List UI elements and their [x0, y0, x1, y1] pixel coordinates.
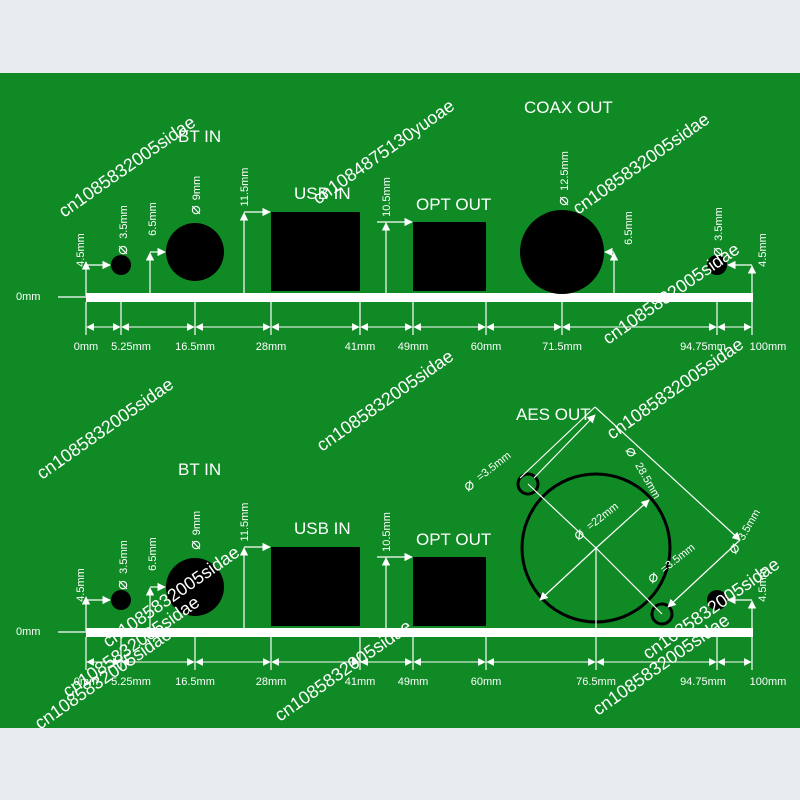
- watermark-text: cn1085832005sidae: [33, 374, 177, 483]
- top-usb-in-port: [271, 212, 360, 291]
- bottom-small-hole-right: [707, 590, 727, 610]
- top-dim-d-small-right: 3.5mm: [713, 207, 725, 241]
- top-tick-4: 41mm: [345, 341, 376, 353]
- pcb-board: [0, 73, 800, 728]
- top-panel: 0mm: [16, 98, 786, 353]
- top-dim-h-small-left: 4.5mm: [75, 233, 87, 267]
- watermark-text: cn1085832005sidae: [55, 112, 199, 221]
- top-dim-h-usb: 11.5mm: [239, 168, 251, 207]
- top-dim-d-small-left: 3.5mm: [118, 205, 130, 239]
- bottom-dim-h-small-left: 4.5mm: [75, 568, 87, 602]
- watermark-text: cn1085832005sidae: [313, 346, 457, 455]
- watermark-text: cn1085832005sidae: [569, 109, 713, 218]
- bottom-tick-1: 5.25mm: [111, 676, 151, 688]
- top-tick-0: 0mm: [74, 341, 98, 353]
- top-bt-in-jack: [166, 223, 224, 281]
- top-tick-2: 16.5mm: [175, 341, 215, 353]
- bottom-diameter-icon-aes-pin-top: ⌀: [460, 476, 478, 496]
- top-dim-h-coax: 6.5mm: [623, 211, 635, 245]
- bottom-tick-8: 94.75mm: [680, 676, 726, 688]
- bottom-tick-0: 0mm: [74, 676, 98, 688]
- top-diameter-icon-coax: ⌀: [555, 196, 572, 206]
- bottom-dim-d-small-left: 3.5mm: [118, 540, 130, 574]
- bottom-dim-h-usb: 11.5mm: [239, 503, 251, 542]
- bottom-tick-5: 49mm: [398, 676, 429, 688]
- top-panel-strip: [86, 293, 753, 302]
- bottom-aes-pin-top: [516, 472, 540, 496]
- bottom-opt-out-port: [413, 557, 486, 626]
- bottom-panel-strip: [86, 628, 753, 637]
- bottom-tick-7: 76.5mm: [576, 676, 616, 688]
- bottom-tick-3: 28mm: [256, 676, 287, 688]
- top-label-bt-in: BT IN: [178, 127, 221, 146]
- bottom-label-aes-out: AES OUT: [516, 405, 591, 424]
- bottom-dim-d-small-right: 3.5mm: [736, 507, 763, 542]
- top-tick-9: 100mm: [750, 341, 787, 353]
- bottom-baseline-label: 0mm: [16, 626, 40, 638]
- top-dim-h-opt: 10.5mm: [381, 177, 393, 217]
- top-label-usb-in: USB IN: [294, 184, 351, 203]
- bottom-dim-aes-pin-bottom: =3.5mm: [658, 542, 697, 576]
- bottom-bt-in-jack: [166, 558, 224, 616]
- bottom-diameter-icon-right: ⌀: [724, 540, 744, 557]
- top-tick-8: 94.75mm: [680, 341, 726, 353]
- top-diameter-icon-bt: ⌀: [187, 205, 204, 215]
- bottom-diameter-icon: ⌀: [114, 580, 131, 590]
- top-dim-h-small-right: 4.5mm: [757, 233, 769, 267]
- top-tick-6: 60mm: [471, 341, 502, 353]
- bottom-dim-h-opt: 10.5mm: [381, 512, 393, 552]
- bottom-small-hole-left: [111, 590, 131, 610]
- top-tick-1: 5.25mm: [111, 341, 151, 353]
- top-dim-d-coax: 12.5mm: [559, 151, 571, 191]
- bottom-diameter-icon-aes-outer: ⌀: [622, 444, 642, 461]
- bottom-aes-pin-bottom: [650, 602, 674, 626]
- bottom-dim-aes-pin-top: =3.5mm: [474, 450, 513, 484]
- watermark-text: cn1085832005sidae: [589, 610, 733, 719]
- top-dim-h-bt: 6.5mm: [147, 202, 159, 236]
- top-tick-5: 49mm: [398, 341, 429, 353]
- top-opt-out-port: [413, 222, 486, 291]
- bottom-usb-in-port: [271, 547, 360, 626]
- bottom-label-usb-in: USB IN: [294, 519, 351, 538]
- top-label-coax-out: COAX OUT: [524, 98, 613, 117]
- bottom-dim-h-bt: 6.5mm: [147, 537, 159, 571]
- top-coax-out-jack: [520, 210, 604, 294]
- bottom-dim-d-bt: 9mm: [191, 511, 203, 535]
- top-dim-d-bt: 9mm: [191, 176, 203, 200]
- top-label-opt-out: OPT OUT: [416, 195, 491, 214]
- watermark-layer: cn1085832005sidae cn1084875130yuoae cn10…: [31, 95, 783, 733]
- bottom-dim-aes-inner: =22mm: [584, 500, 621, 532]
- bottom-dim-h-small-right: 4.5mm: [757, 568, 769, 602]
- bottom-tick-9: 100mm: [750, 676, 787, 688]
- bottom-label-opt-out: OPT OUT: [416, 530, 491, 549]
- top-tick-7: 71.5mm: [542, 341, 582, 353]
- top-baseline-label: 0mm: [16, 291, 40, 303]
- top-diameter-icon: ⌀: [114, 245, 131, 255]
- bottom-diameter-icon-bt: ⌀: [187, 540, 204, 550]
- top-small-hole-right: [707, 255, 727, 275]
- top-tick-3: 28mm: [256, 341, 287, 353]
- bottom-label-bt-in: BT IN: [178, 460, 221, 479]
- bottom-diameter-icon-aes-inner: ⌀: [570, 525, 588, 545]
- bottom-tick-6: 60mm: [471, 676, 502, 688]
- top-diameter-icon-right: ⌀: [709, 247, 726, 257]
- bottom-tick-4: 41mm: [345, 676, 376, 688]
- bottom-tick-2: 16.5mm: [175, 676, 215, 688]
- top-small-hole-left: [111, 255, 131, 275]
- watermark-text: cn1085832005sidae: [603, 334, 747, 443]
